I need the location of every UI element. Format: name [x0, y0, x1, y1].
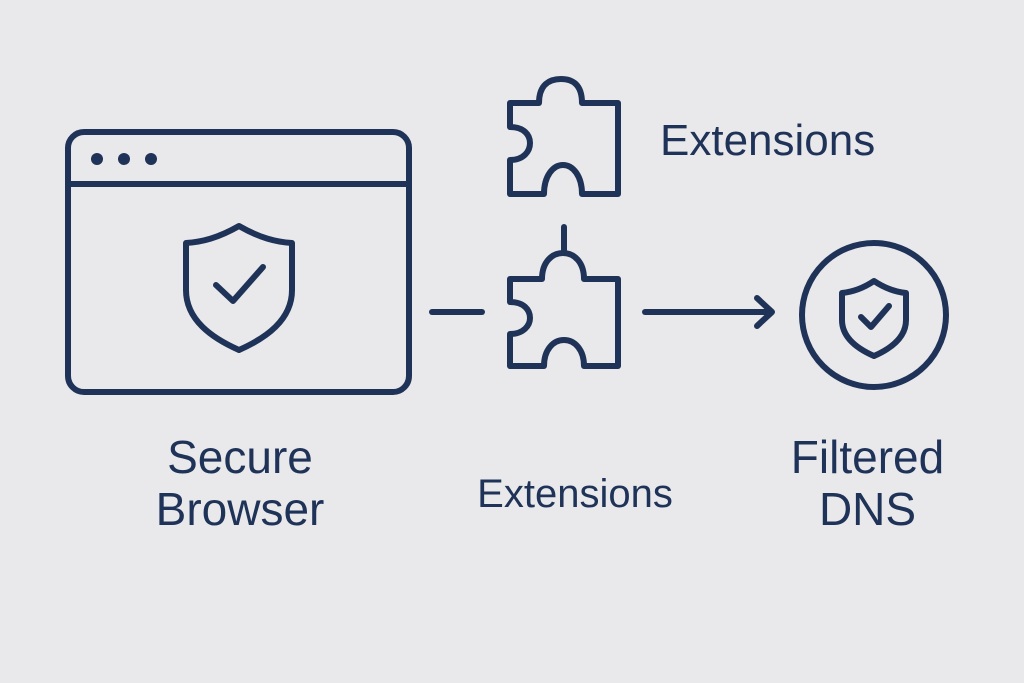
- arrow-extensions-to-dns: [642, 295, 775, 329]
- browser-dot-2: [118, 153, 130, 165]
- dns-shield-outline: [839, 278, 909, 359]
- browser-dot-1: [91, 153, 103, 165]
- label-extensions-mid: Extensions: [477, 472, 673, 516]
- label-filtered-dns-line-2: DNS: [818, 482, 917, 535]
- puzzle-top-outline: [507, 76, 621, 197]
- label-filtered-dns-line-1: Filtered: [790, 431, 945, 483]
- puzzle-piece-icon-mid: [507, 250, 621, 369]
- label-secure-browser-line-1: Secure: [167, 431, 313, 483]
- label-secure-browser-line-2: Browser: [155, 482, 325, 535]
- shield-outline: [183, 223, 295, 353]
- label-extensions-top: Extensions: [660, 116, 876, 165]
- arrow-head: [754, 295, 775, 329]
- label-secure-browser: Secure Browser: [110, 431, 370, 535]
- dns-shield-checkmark: [858, 303, 892, 330]
- browser-frame: [65, 129, 412, 395]
- puzzle-mid-outline: [507, 250, 621, 369]
- browser-dot-3: [145, 153, 157, 165]
- puzzle-piece-icon-top: [507, 76, 621, 197]
- shield-checkmark: [213, 264, 266, 304]
- circle-shield-check-icon: [799, 240, 949, 390]
- dns-circle: [799, 240, 949, 390]
- label-filtered-dns: Filtered DNS: [755, 431, 980, 535]
- shield-check-icon: [183, 223, 295, 353]
- browser-window-icon: [65, 129, 412, 395]
